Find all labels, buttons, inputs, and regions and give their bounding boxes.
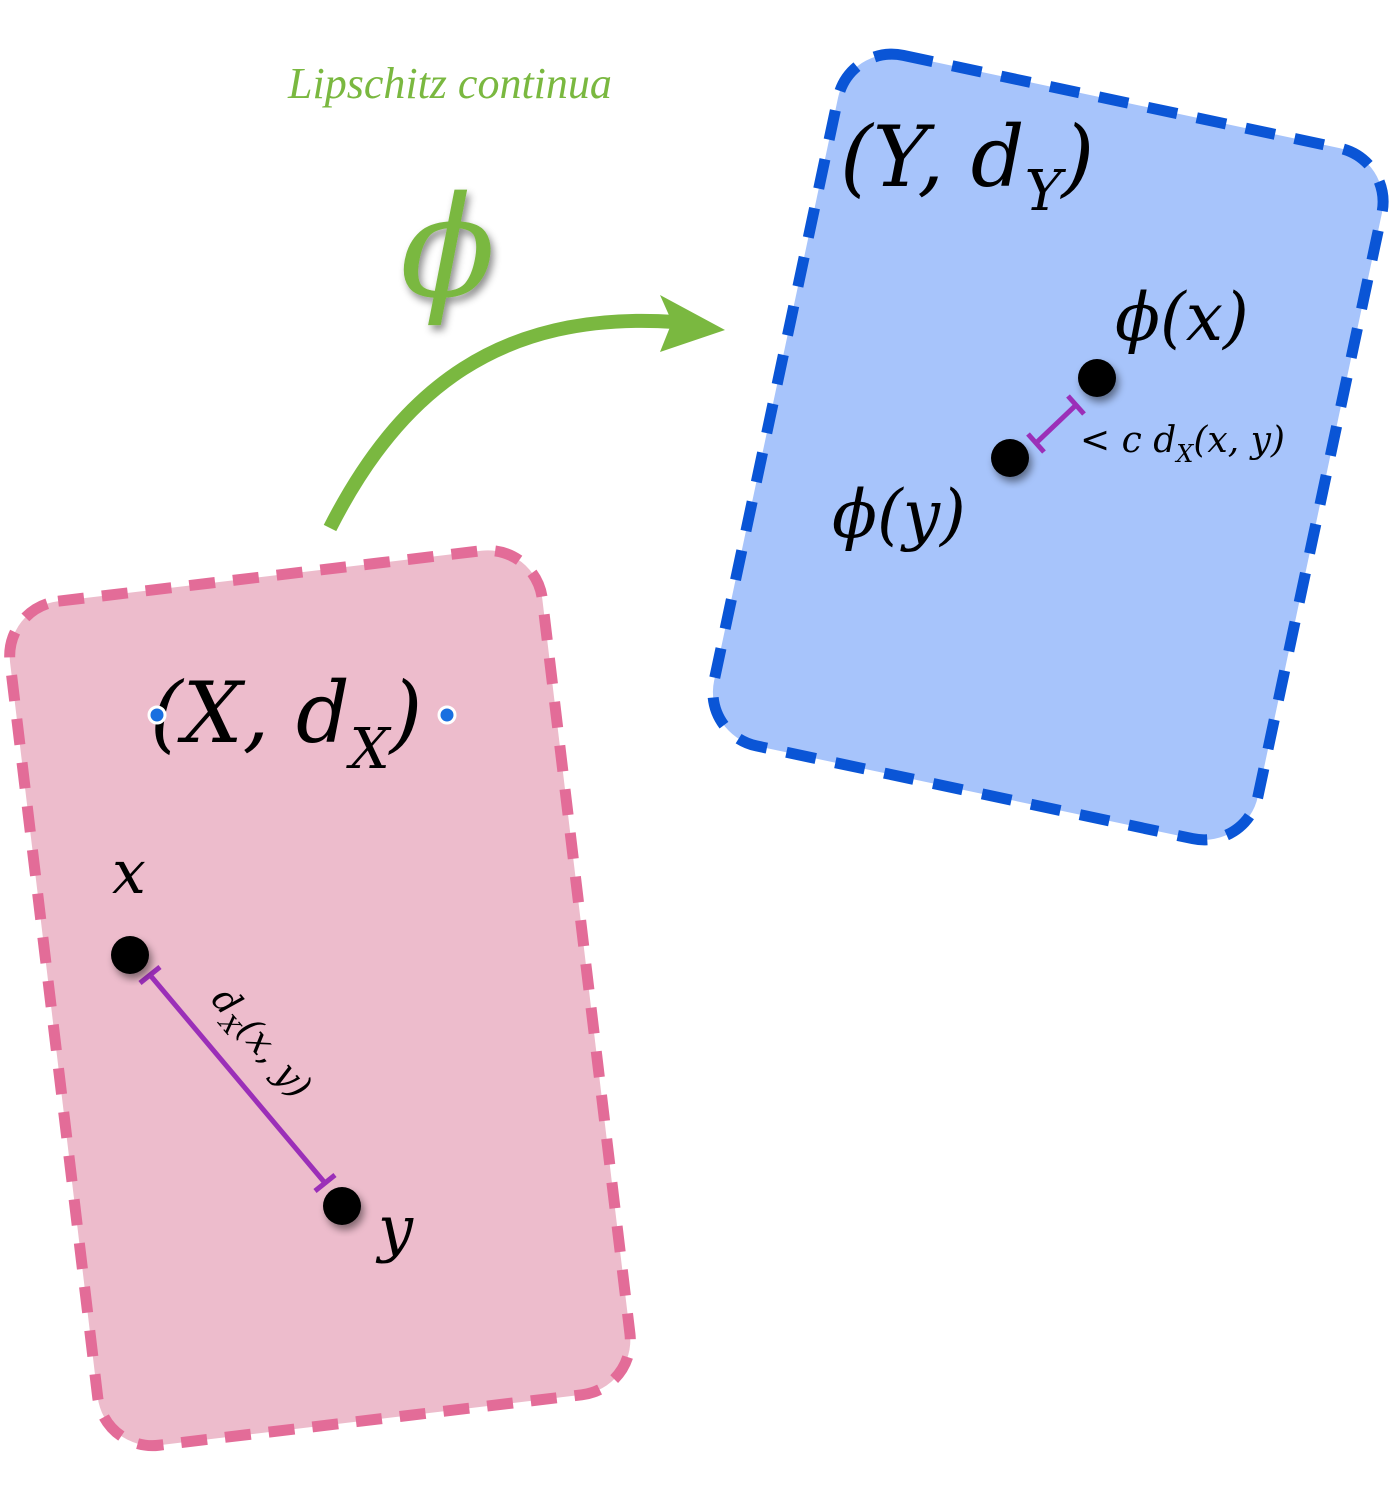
point-y-label: y	[375, 1192, 414, 1265]
point-phiy	[991, 439, 1029, 477]
domain-space-x	[4, 544, 636, 1452]
codomain-space-y	[707, 48, 1389, 846]
point-phiy-label: ϕ(y)	[832, 476, 966, 553]
selection-handle-right[interactable]	[437, 705, 457, 725]
mapping-arrow	[323, 295, 725, 532]
distance-segment-x	[138, 965, 337, 1193]
point-x	[111, 936, 149, 974]
caption: Lipschitz continua	[287, 59, 612, 108]
point-phix-label: ϕ(x)	[1115, 279, 1249, 356]
codomain-label: (Y, dY)	[840, 108, 1094, 224]
distance-segment-phi	[1026, 394, 1086, 454]
point-phix	[1078, 359, 1116, 397]
domain-box	[4, 544, 636, 1452]
domain-label: (X, dX)	[150, 664, 422, 782]
point-y	[323, 1187, 361, 1225]
arrowhead-icon	[660, 295, 725, 352]
map-label-phi: ϕ	[400, 167, 495, 330]
codomain-box	[707, 48, 1389, 846]
point-x-label: x	[112, 838, 146, 908]
lipschitz-bound-label: < c dX(x, y)	[1080, 420, 1285, 468]
selection-handle-left[interactable]	[147, 705, 167, 725]
